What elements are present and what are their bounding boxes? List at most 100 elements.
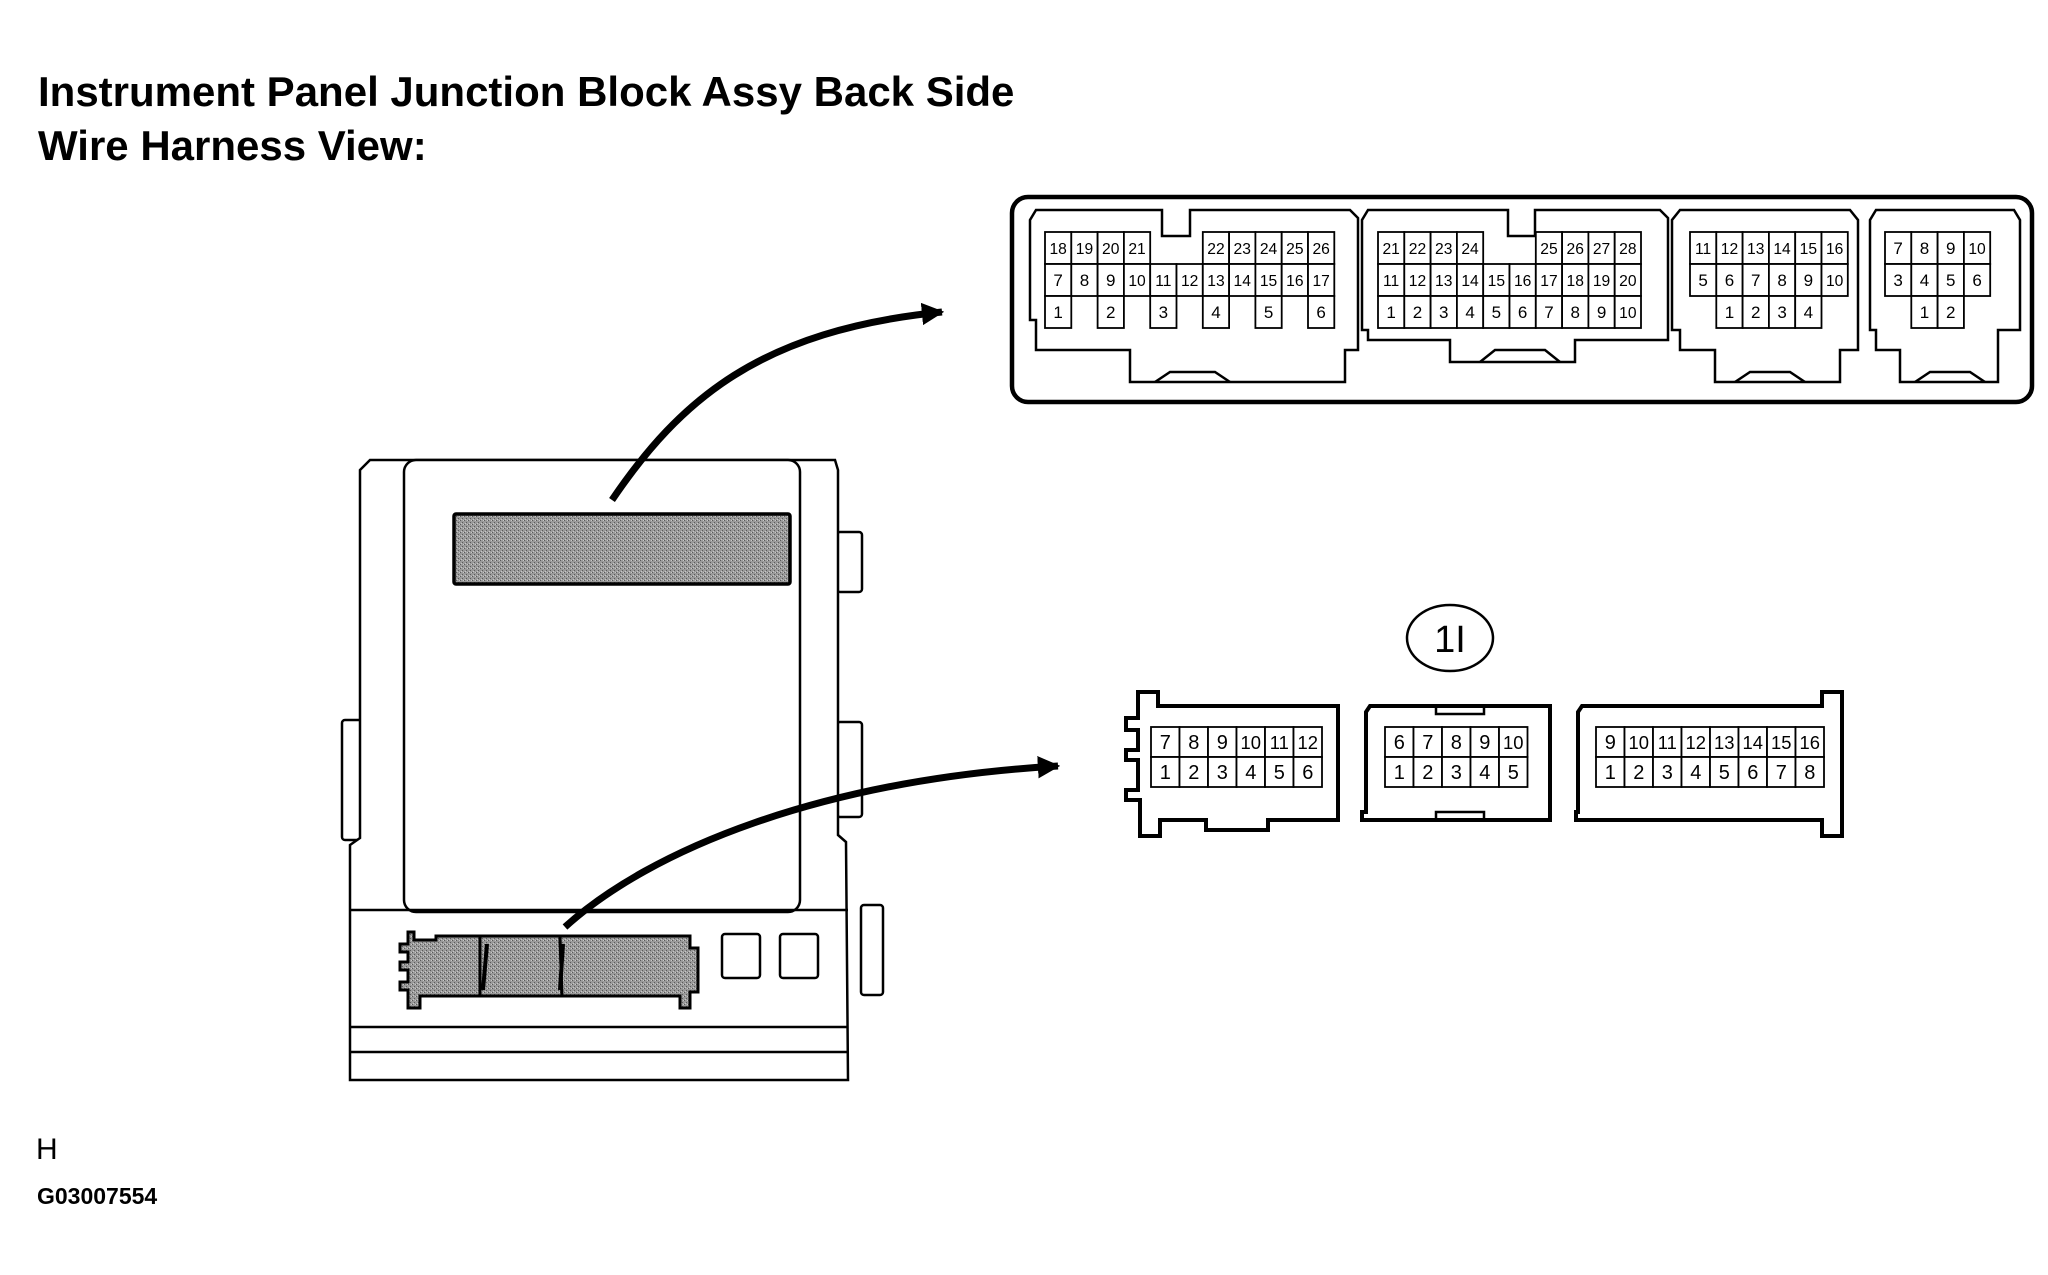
lower-connector-area <box>398 930 700 1010</box>
pin-cell <box>1456 231 1485 265</box>
pin-cell <box>1508 263 1537 297</box>
pin-number: 10 <box>1629 732 1649 753</box>
pin-cell <box>1482 295 1511 329</box>
pin-number: 7 <box>1160 732 1171 754</box>
pin-number: 7 <box>1893 239 1902 258</box>
pin-cell <box>1680 756 1711 788</box>
pin-number: 11 <box>1270 732 1289 753</box>
pin-number: 1 <box>1725 303 1734 322</box>
pin-number: 12 <box>1721 241 1738 258</box>
pin-cell <box>1207 726 1238 758</box>
pin-cell <box>1963 263 1992 297</box>
pin-cell <box>1595 756 1626 788</box>
pin-number: 25 <box>1286 241 1304 258</box>
pin-number: 18 <box>1049 241 1067 258</box>
upper-shells <box>1028 208 2022 384</box>
pin-number: 9 <box>1217 732 1228 754</box>
pin-number: 8 <box>1571 303 1580 322</box>
pin-number: 10 <box>1128 273 1146 290</box>
pin-cell <box>1715 295 1744 329</box>
figure-id: G03007554 <box>37 1183 158 1209</box>
pin-number: 1 <box>1920 303 1929 322</box>
pin-cell <box>1534 295 1564 329</box>
pin-cell <box>1768 263 1797 297</box>
pin-number: 7 <box>1751 271 1760 290</box>
pin-number: 1 <box>1394 762 1405 784</box>
pin-number: 1 <box>1160 762 1171 784</box>
pin-number: 8 <box>1451 732 1462 754</box>
pin-cell <box>1456 263 1485 297</box>
pin-number: 3 <box>1217 762 1228 784</box>
lower-arrow <box>562 756 1061 930</box>
pin-number: 7 <box>1544 303 1553 322</box>
pin-number: 8 <box>1188 732 1199 754</box>
pin-cell <box>1587 231 1616 265</box>
pin-number: 7 <box>1776 762 1787 784</box>
pin-cell <box>1794 756 1825 788</box>
pin-number: 6 <box>1316 303 1325 322</box>
pin-cell <box>1766 726 1797 758</box>
pin-cell <box>1307 295 1336 329</box>
pin-number: 16 <box>1286 273 1303 290</box>
pin-number: 14 <box>1773 241 1791 258</box>
diagram-subtitle: Wire Harness View: <box>38 122 427 169</box>
pin-cell <box>1561 295 1590 329</box>
pin-cell <box>1508 295 1537 329</box>
pin-number: 3 <box>1893 271 1902 290</box>
pin-cell <box>1123 263 1152 297</box>
pin-cell <box>1228 231 1257 265</box>
pin-number: 13 <box>1714 732 1734 753</box>
pin-cell <box>1254 263 1283 297</box>
pin-number: 9 <box>1804 271 1813 290</box>
pin-cell <box>1741 263 1770 297</box>
pin-number: 27 <box>1593 241 1610 258</box>
pin-number: 15 <box>1800 241 1818 258</box>
pin-number: 13 <box>1207 273 1224 290</box>
pin-number: 11 <box>1658 732 1677 753</box>
pin-number: 14 <box>1743 732 1763 753</box>
pin-number: 5 <box>1274 762 1285 784</box>
pin-number: 10 <box>1241 732 1261 753</box>
pin-cell <box>1884 263 1913 297</box>
pin-number: 9 <box>1106 271 1115 290</box>
pin-number: 17 <box>1540 273 1557 290</box>
pin-cell <box>1292 756 1323 788</box>
pin-cell <box>1207 756 1238 788</box>
pin-cell <box>1412 726 1443 758</box>
pin-number: 8 <box>1804 762 1815 784</box>
pin-number: 21 <box>1128 241 1145 258</box>
pin-number: 24 <box>1260 241 1278 258</box>
pin-number: 17 <box>1312 273 1329 290</box>
pin-cell <box>1412 756 1443 788</box>
pin-cell <box>1613 231 1642 265</box>
pin-cell <box>1377 231 1406 265</box>
connector-label-badge <box>1405 603 1495 673</box>
pin-cell <box>1534 231 1564 265</box>
pin-number: 3 <box>1777 303 1786 322</box>
pin-number: 5 <box>1719 762 1730 784</box>
pin-number: 4 <box>1920 271 1929 290</box>
pin-number: 12 <box>1409 273 1426 290</box>
pin-number: 1 <box>1053 303 1062 322</box>
pin-number: 15 <box>1488 273 1506 290</box>
pin-number: 4 <box>1690 762 1701 784</box>
pin-number: 6 <box>1972 271 1981 290</box>
pin-number: 11 <box>1155 273 1171 290</box>
pin-cell <box>1384 726 1415 758</box>
diagram-title: Instrument Panel Junction Block Assy Bac… <box>38 68 1015 115</box>
pin-cell <box>1715 263 1744 297</box>
pin-cell <box>1201 295 1231 329</box>
pin-number: 4 <box>1804 303 1813 322</box>
pin-cell <box>1175 263 1204 297</box>
pin-number: 2 <box>1106 303 1115 322</box>
pin-number: 28 <box>1619 241 1637 258</box>
pin-number: 6 <box>1302 762 1313 784</box>
pin-number: 14 <box>1461 273 1479 290</box>
pin-cell <box>1689 263 1718 297</box>
pin-number: 7 <box>1422 732 1433 754</box>
